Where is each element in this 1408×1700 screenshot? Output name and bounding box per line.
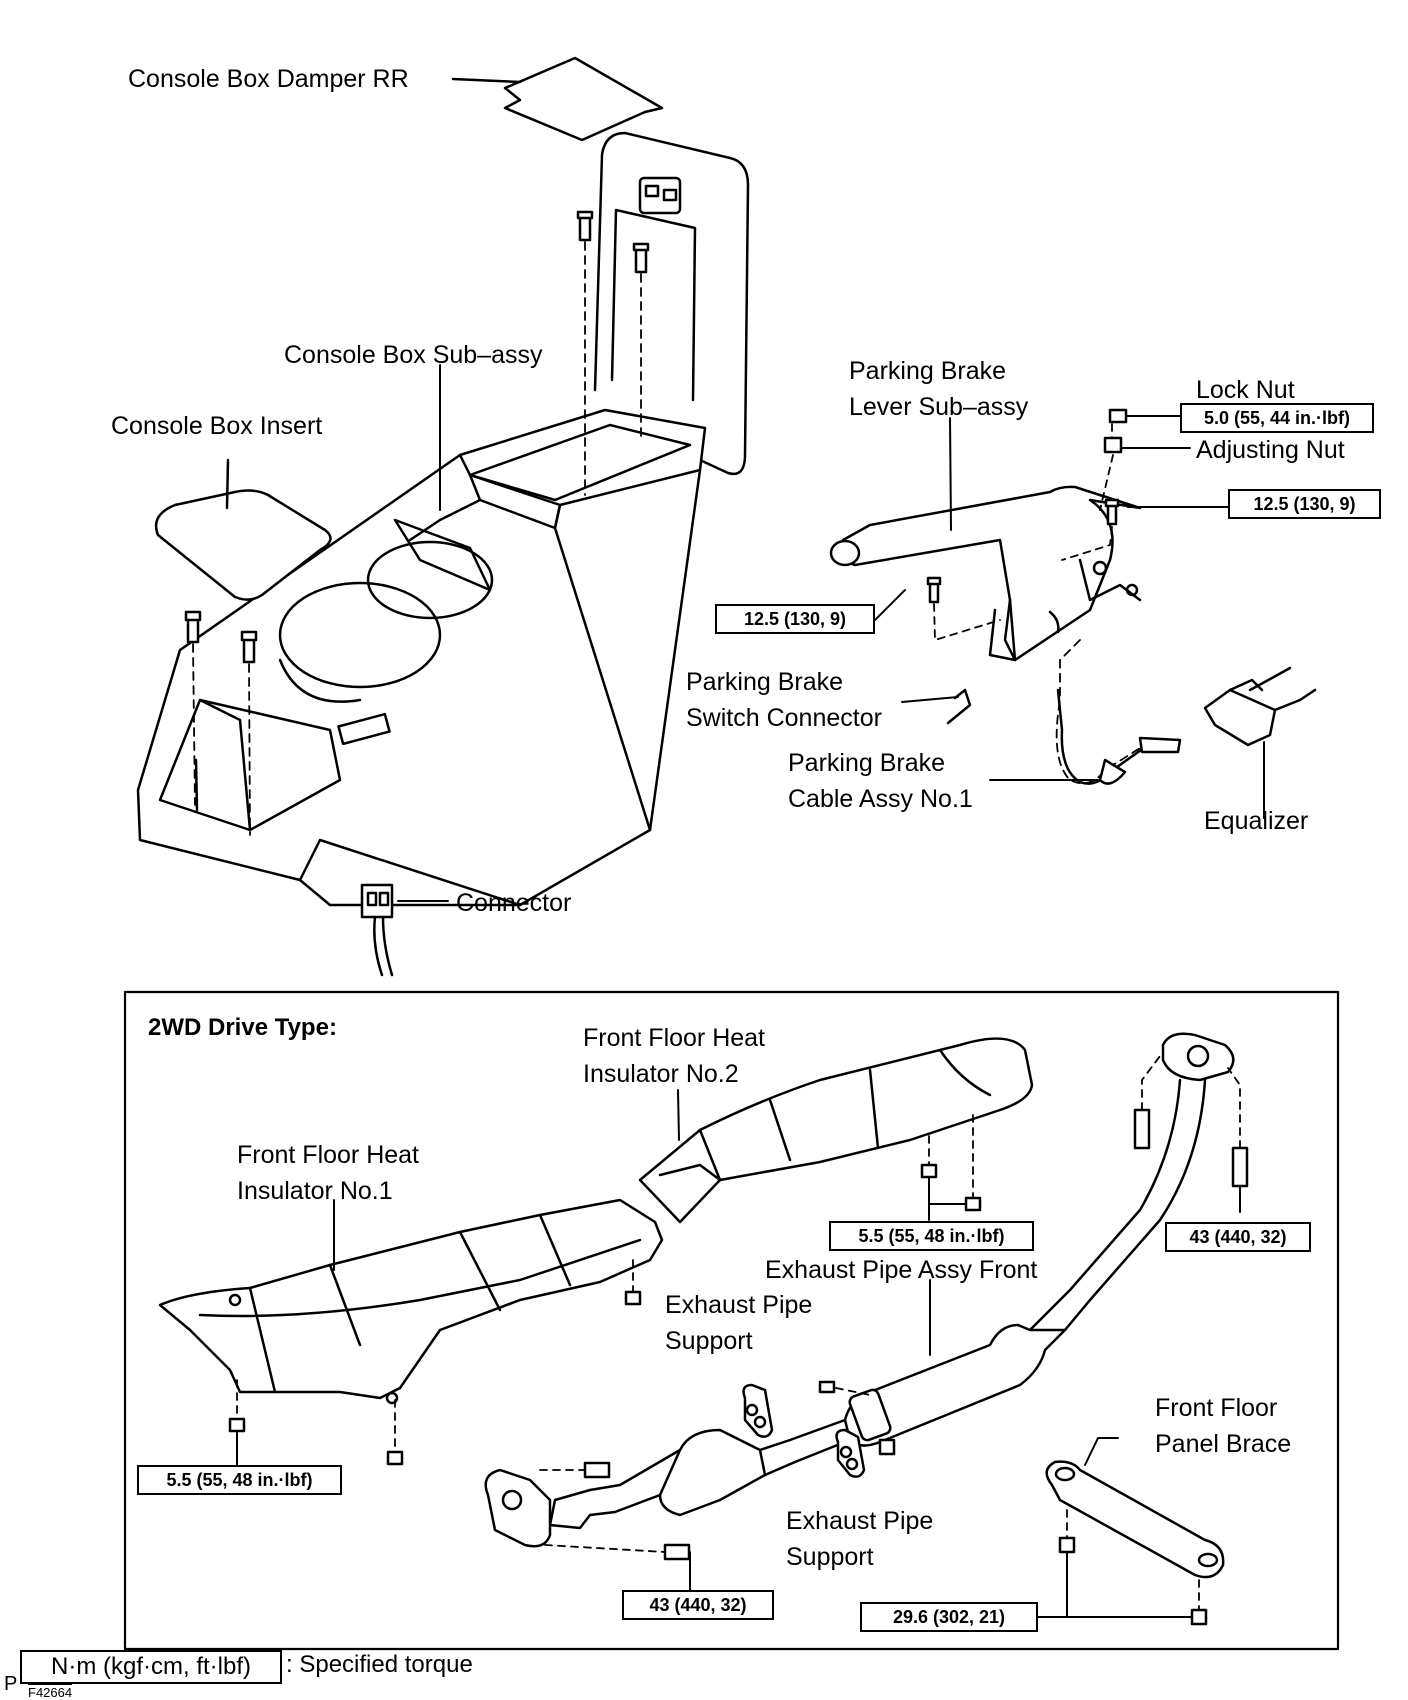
label-insulator2-line2: Insulator No.2 [583,1060,739,1088]
label-panel-brace-line2: Panel Brace [1155,1430,1292,1458]
exhaust-studs [583,1108,1249,1561]
2wd-section-frame [123,990,1340,1651]
label-console-insert: Console Box Insert [111,412,323,440]
label-brake-switch-line2: Switch Connector [686,704,882,732]
label-insulator1-line1: Front Floor Heat [237,1141,420,1169]
console-insert-part [154,458,332,601]
label-brake-cable-line2: Cable Assy No.1 [788,785,973,813]
label-exhaust-support-a-line1: Exhaust Pipe [665,1291,813,1319]
brake-switch-connector-part [901,688,972,725]
label-console-sub-assy: Console Box Sub–assy [284,341,543,369]
console-bolts [184,210,650,664]
label-console-damper: Console Box Damper RR [128,65,409,93]
lever-bolts [926,408,1128,604]
torque-lever-left: 12.5 (130, 9) [715,604,875,634]
torque-lock-nut: 5.0 (55, 44 in.·lbf) [1180,403,1374,433]
label-brake-lever-line2: Lever Sub–assy [849,393,1029,421]
label-equalizer: Equalizer [1204,807,1309,835]
parking-brake-cable-part [989,639,1182,785]
torque-insulator1: 5.5 (55, 48 in.·lbf) [137,1465,342,1495]
label-lock-nut: Lock Nut [1196,376,1295,404]
label-brake-cable-line1: Parking Brake [788,749,946,777]
exhaust-support-b-part [835,1428,866,1478]
label-brake-switch-line1: Parking Brake [686,668,844,696]
torque-lever-right: 12.5 (130, 9) [1228,489,1381,519]
label-brake-lever-line1: Parking Brake [849,357,1007,385]
footer-figure-code: F42664 [28,1684,73,1700]
label-exhaust-support-b-line2: Support [786,1543,874,1571]
label-panel-brace-line1: Front Floor [1155,1394,1278,1422]
console-damper-part [451,56,664,142]
panel-brace-part [1037,1437,1225,1626]
label-connector: Connector [456,889,572,917]
label-exhaust-support-b-line1: Exhaust Pipe [786,1507,934,1535]
connector-part [360,883,449,977]
legend-torque-unit: N·m (kgf·cm, ft·lbf) [20,1650,282,1684]
label-2wd-drive-type: 2WD Drive Type: [148,1014,337,1041]
label-insulator1-line2: Insulator No.1 [237,1177,393,1205]
torque-insulator2: 5.5 (55, 48 in.·lbf) [829,1221,1034,1251]
exhaust-pipe-part [484,1032,1235,1548]
legend-specified-torque: : Specified torque [286,1651,473,1678]
exhaust-support-a-part [742,1383,774,1438]
label-insulator2-line1: Front Floor Heat [583,1024,766,1052]
torque-exhaust-bottom: 43 (440, 32) [622,1590,774,1620]
equalizer-part [1203,666,1317,819]
torque-exhaust-top: 43 (440, 32) [1165,1222,1311,1252]
heat-insulator-2-part [638,1037,1034,1224]
console-box-body-part [136,408,707,907]
parking-brake-lever-part [829,417,1142,662]
heat-insulator-1-part [158,1198,664,1405]
torque-brace: 29.6 (302, 21) [860,1602,1038,1632]
label-adjusting-nut: Adjusting Nut [1196,436,1345,464]
label-exhaust-pipe-front: Exhaust Pipe Assy Front [765,1256,1038,1284]
footer-prefix: P [4,1673,18,1695]
console-lid-part [593,131,750,476]
label-exhaust-support-a-line2: Support [665,1327,753,1355]
